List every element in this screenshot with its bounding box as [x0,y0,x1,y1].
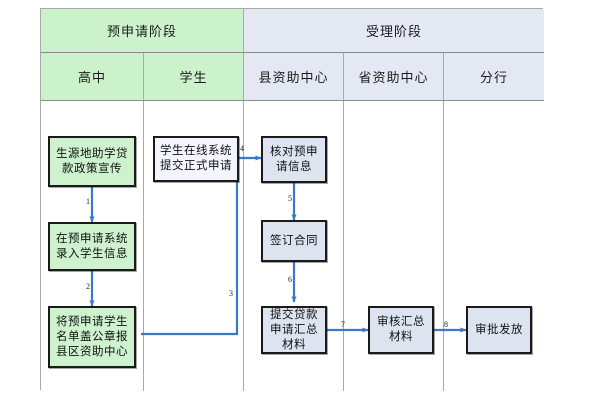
node-verify-pre-application[interactable]: 核对预申请信息 [261,136,327,183]
lane-header-high-school: 高中 [41,53,144,101]
node-submit-stamped-list-label: 将预申请学生名单盖公章报县区资助中心 [56,315,128,358]
lane-header-county-center-label: 县资助中心 [258,70,329,85]
connector-7-label: 7 [341,320,345,329]
node-policy-publicity[interactable]: 生源地助学贷款政策宣传 [48,136,136,187]
node-online-formal-application-label: 学生在线系统提交正式申请 [160,145,232,172]
connector-6-label: 6 [288,275,292,284]
connector-3-label: 3 [229,289,233,298]
lane-header-county-center: 县资助中心 [244,53,344,101]
lane-header-student: 学生 [144,53,244,101]
connector-8-label: 8 [444,320,448,329]
node-submit-loan-materials[interactable]: 提交贷款申请汇总材料 [261,306,327,354]
connector-4-label: 4 [240,144,244,153]
node-submit-stamped-list[interactable]: 将预申请学生名单盖公章报县区资助中心 [48,306,136,368]
phase-header-acceptance: 受理阶段 [244,9,544,53]
node-enter-student-info[interactable]: 在预申请系统录入学生信息 [48,222,136,271]
node-approve-and-disburse-label: 审批发放 [475,323,523,336]
connector-5-label: 5 [288,194,292,203]
connector-2-label: 2 [86,282,90,291]
lane-header-branch: 分行 [444,53,544,101]
node-sign-contract[interactable]: 签订合同 [261,220,327,262]
lane-header-high-school-label: 高中 [77,70,106,85]
lane-header-student-label: 学生 [179,70,208,85]
phase-header-pre-application: 预申请阶段 [41,9,244,53]
lane-header-province-center-label: 省资助中心 [358,70,429,85]
lane-header-branch-label: 分行 [479,70,508,85]
phase-header-pre-application-label: 预申请阶段 [106,24,177,39]
node-online-formal-application[interactable]: 学生在线系统提交正式申请 [153,136,239,182]
connector-1-label: 1 [86,197,90,206]
lane-header-province-center: 省资助中心 [344,53,444,101]
node-policy-publicity-label: 生源地助学贷款政策宣传 [56,147,128,175]
phase-header-acceptance-label: 受理阶段 [365,24,422,39]
node-verify-pre-application-label: 核对预申请信息 [270,145,318,173]
node-sign-contract-label: 签订合同 [270,234,318,247]
node-enter-student-info-label: 在预申请系统录入学生信息 [56,232,128,260]
node-review-summary-materials-label: 审核汇总材料 [377,316,425,343]
node-review-summary-materials[interactable]: 审核汇总材料 [368,306,434,354]
node-submit-loan-materials-label: 提交贷款申请汇总材料 [270,308,318,351]
node-approve-and-disburse[interactable]: 审批发放 [466,306,532,354]
